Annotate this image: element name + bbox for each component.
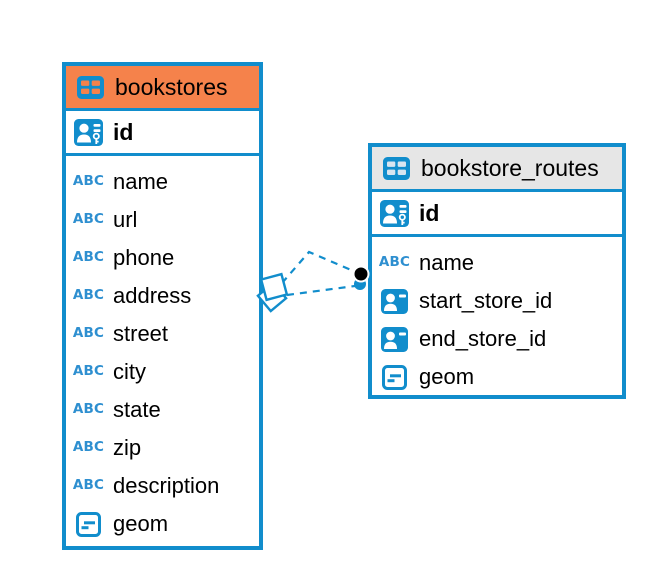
field-row[interactable]: ABC name (372, 244, 622, 282)
geometry-icon (378, 364, 411, 390)
connection-dot-black[interactable] (352, 265, 370, 283)
geometry-icon (72, 511, 105, 537)
abc-icon: ABC (72, 327, 105, 341)
field-label: geom (113, 511, 169, 536)
field-label: zip (113, 435, 142, 460)
person-key-icon (378, 199, 411, 227)
field-label: city (113, 359, 146, 384)
abc-icon: ABC (72, 173, 105, 190)
field-row[interactable]: ABC name (66, 163, 259, 201)
primary-key-label: id (419, 199, 440, 226)
field-row[interactable]: ABC state (66, 391, 259, 429)
table-icon (74, 75, 107, 99)
field-label: description (113, 473, 220, 498)
abc-icon: ABC (72, 363, 105, 380)
connection-dot-blue[interactable] (354, 278, 366, 290)
field-label: name (419, 250, 475, 275)
abc-icon: ABC (72, 289, 105, 303)
abc-icon: ABC (72, 211, 105, 228)
field-row[interactable]: geom (372, 358, 622, 396)
field-label: url (113, 207, 138, 232)
relationship-line-upper[interactable] (281, 250, 359, 284)
field-row[interactable]: start_store_id (372, 282, 622, 320)
field-row[interactable]: ABC phone (66, 239, 259, 277)
relationship-line-lower[interactable] (286, 284, 356, 297)
field-label: address (113, 283, 192, 308)
field-row[interactable]: ABC description (66, 467, 259, 505)
abc-icon: ABC (378, 256, 411, 270)
abc-icon: ABC (72, 213, 105, 227)
abc-icon: ABC (72, 251, 105, 265)
field-row[interactable]: ABC address (66, 277, 259, 315)
table-bookstores-header[interactable]: bookstores (66, 66, 259, 111)
stacked-squares-marker-front[interactable] (259, 272, 289, 302)
table-name: bookstores (115, 73, 228, 100)
abc-icon: ABC (72, 403, 105, 417)
field-list: ABC name start_store_id end_store_id geo… (372, 237, 622, 396)
person-badge-icon (378, 288, 411, 314)
primary-key-label: id (113, 118, 134, 145)
person-badge-icon (378, 326, 411, 352)
abc-icon: ABC (72, 325, 105, 342)
field-label: name (113, 169, 169, 194)
field-label: street (113, 321, 169, 346)
field-label: geom (419, 364, 475, 389)
abc-icon: ABC (72, 287, 105, 304)
field-row[interactable]: ABC zip (66, 429, 259, 467)
abc-icon: ABC (72, 365, 105, 379)
field-row[interactable]: end_store_id (372, 320, 622, 358)
field-row[interactable]: ABC city (66, 353, 259, 391)
abc-icon: ABC (72, 249, 105, 266)
person-key-icon (72, 118, 105, 146)
abc-icon: ABC (378, 254, 411, 271)
table-bookstores[interactable]: bookstores id ABC name ABC url ABC phone… (62, 62, 263, 550)
abc-icon: ABC (72, 477, 105, 494)
field-list: ABC name ABC url ABC phone ABC address A… (66, 156, 259, 543)
abc-icon: ABC (72, 401, 105, 418)
field-row[interactable]: ABC street (66, 315, 259, 353)
abc-icon: ABC (72, 479, 105, 493)
abc-icon: ABC (72, 175, 105, 189)
field-label: phone (113, 245, 175, 270)
field-row[interactable]: geom (66, 505, 259, 543)
field-label: start_store_id (419, 288, 553, 313)
table-bookstore-routes[interactable]: bookstore_routes id ABC name start_store… (368, 143, 626, 399)
field-row[interactable]: ABC url (66, 201, 259, 239)
primary-key-row[interactable]: id (66, 111, 259, 156)
table-icon (380, 156, 413, 180)
table-bookstore-routes-header[interactable]: bookstore_routes (372, 147, 622, 192)
field-label: state (113, 397, 161, 422)
field-label: end_store_id (419, 326, 547, 351)
table-name: bookstore_routes (421, 154, 599, 181)
abc-icon: ABC (72, 439, 105, 456)
primary-key-row[interactable]: id (372, 192, 622, 237)
abc-icon: ABC (72, 441, 105, 455)
